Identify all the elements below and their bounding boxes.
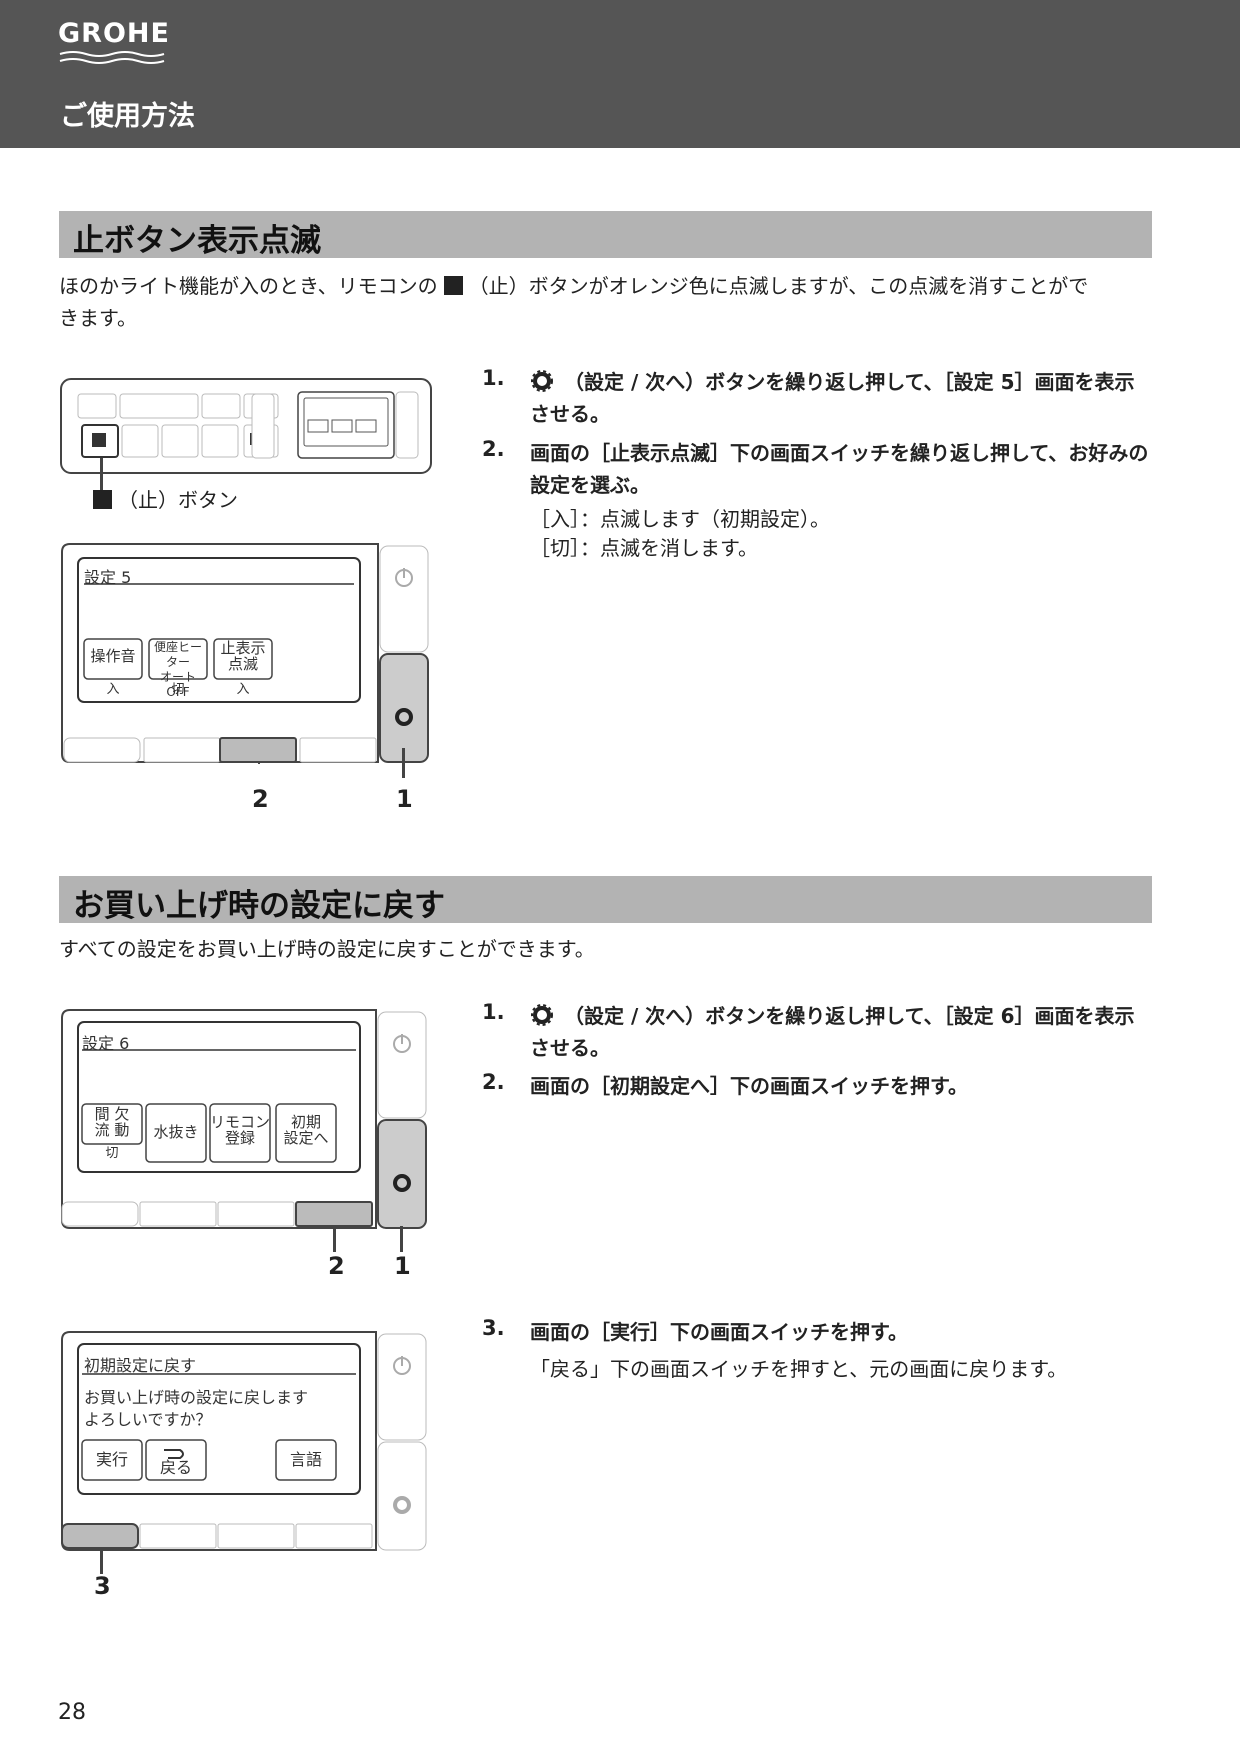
brand-logo: GROHE <box>58 18 170 49</box>
section-title: お買い上げ時の設定に戻す <box>73 888 445 924</box>
remote-control-illustration <box>60 378 432 474</box>
callout-number: 2 <box>328 1252 345 1280</box>
section-heading-bar: お買い上げ時の設定に戻す <box>59 876 1152 924</box>
instruction-step: 3. 画面の［実行］下の画面スイッチを押す。 <box>482 1316 1152 1350</box>
gear-icon <box>531 370 553 392</box>
step-number: 2. <box>482 437 505 461</box>
callout-line <box>400 1226 403 1252</box>
screen-button-label: 便座ヒーターオートOFF <box>153 640 202 699</box>
screen-button-label: 実行 <box>95 1450 128 1469</box>
callout-number: 2 <box>252 785 269 813</box>
screen-button-label: 止表示点滅 <box>220 639 266 673</box>
screen-button-label: 戻る <box>159 1458 192 1477</box>
section-title: 止ボタン表示点滅 <box>73 223 321 259</box>
instruction-step: 1. （設定 / 次へ）ボタンを繰り返し押して、［設定 6］画面を表示させる。 <box>482 1000 1152 1066</box>
gear-icon <box>531 1004 553 1026</box>
logo-waves-icon <box>59 51 165 64</box>
screen-button-label: 操作音 <box>90 647 136 665</box>
callout-number: 1 <box>394 1252 411 1280</box>
step-number: 1. <box>482 366 505 390</box>
screen-button-value: 入 <box>236 682 250 697</box>
option-text: ［切］：点滅を消します。 <box>530 536 758 560</box>
page-header <box>0 0 1240 148</box>
step-number: 1. <box>482 1000 505 1024</box>
screen-button-label: 間 欠流 動 <box>94 1105 130 1139</box>
section-intro: ほのかライト機能が入のとき、リモコンの （止）ボタンがオレンジ色に点滅しますが、こ… <box>59 270 1159 334</box>
callout-number: 1 <box>396 785 413 813</box>
intro-text: （止）ボタンがオレンジ色に点滅しますが、この点滅を消すことがで <box>468 274 1089 298</box>
step-text: 画面の［止表示点滅］下の画面スイッチを繰り返し押して、お好みの設定を選ぶ。 <box>530 441 1149 497</box>
screen-button-label: 初期設定へ <box>283 1113 329 1147</box>
remote-screen-illustration <box>61 543 429 764</box>
screen-button-label: 言語 <box>289 1450 322 1469</box>
callout-line <box>333 1226 336 1252</box>
step-number: 3. <box>482 1316 505 1340</box>
screen-message: よろしいですか？ <box>84 1410 212 1429</box>
step-number: 2. <box>482 1070 505 1094</box>
option-text: ［入］：点滅します（初期設定）。 <box>530 507 830 531</box>
section-heading-bar: 止ボタン表示点滅 <box>59 211 1152 259</box>
screen-title: 設定 5 <box>84 568 132 587</box>
intro-text: ほのかライト機能が入のとき、リモコンの <box>59 274 438 298</box>
screen-title: 初期設定に戻す <box>84 1356 197 1375</box>
screen-message: お買い上げ時の設定に戻します <box>84 1388 309 1407</box>
step-note: 「戻る」下の画面スイッチを押すと、元の画面に戻ります。 <box>530 1357 1068 1381</box>
page-title: ご使用方法 <box>60 101 195 132</box>
step-text: （設定 / 次へ）ボタンを繰り返し押して、［設定 6］画面を表示させる。 <box>530 1004 1135 1060</box>
stop-square-icon <box>443 276 463 295</box>
stop-button-caption: （止）ボタン <box>93 484 238 516</box>
screen-button-label: 水抜き <box>153 1123 199 1141</box>
page-number: 28 <box>58 1700 86 1725</box>
callout-line <box>100 458 103 490</box>
step-text: 画面の［実行］下の画面スイッチを押す。 <box>530 1320 908 1344</box>
stop-button-label: （止）ボタン <box>118 488 238 512</box>
instruction-step: 2. 画面の［止表示点滅］下の画面スイッチを繰り返し押して、お好みの設定を選ぶ。 <box>482 437 1152 503</box>
section-intro: すべての設定をお買い上げ時の設定に戻すことができます。 <box>59 937 595 961</box>
callout-line <box>402 748 405 778</box>
intro-text: きます。 <box>59 306 137 330</box>
screen-button-label: リモコン登録 <box>210 1113 271 1147</box>
screen-button-value: 切 <box>171 682 185 697</box>
remote-screen-illustration <box>61 1331 427 1551</box>
step-text: 画面の［初期設定へ］下の画面スイッチを押す。 <box>530 1074 968 1098</box>
screen-button-value: 入 <box>106 682 120 697</box>
screen-title: 設定 6 <box>82 1034 130 1053</box>
callout-number: 3 <box>94 1572 111 1600</box>
remote-screen-illustration <box>61 1009 427 1229</box>
step-text: （設定 / 次へ）ボタンを繰り返し押して、［設定 5］画面を表示させる。 <box>530 370 1135 426</box>
stop-square-icon <box>93 490 112 509</box>
screen-button-value: 切 <box>105 1146 119 1161</box>
instruction-step: 2. 画面の［初期設定へ］下の画面スイッチを押す。 <box>482 1070 1152 1104</box>
callout-line <box>100 1548 103 1574</box>
instruction-step: 1. （設定 / 次へ）ボタンを繰り返し押して、［設定 5］画面を表示させる。 <box>482 366 1152 432</box>
